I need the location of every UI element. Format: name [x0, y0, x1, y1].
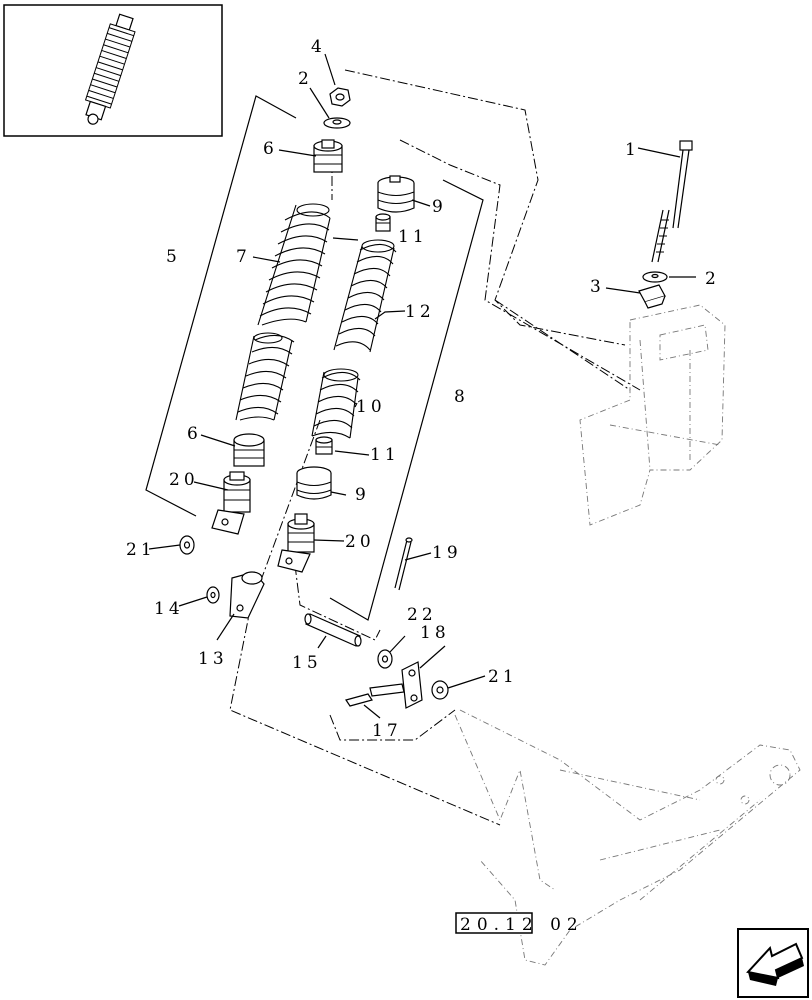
callout-21-left: 21: [126, 540, 156, 560]
rod-end-20-right: [277, 513, 315, 573]
callout-2-right: 2: [705, 269, 720, 289]
reference-code: 20.12 02: [460, 915, 584, 935]
spacer-11-upper: [375, 213, 391, 232]
cotter-pin-19: [394, 537, 413, 591]
callout-17: 17: [372, 721, 402, 741]
callout-6-upper: 6: [263, 139, 278, 159]
callout-10: 10: [356, 397, 386, 417]
reference-code-box: 20.12 02: [455, 912, 584, 935]
back-arrow-icon[interactable]: [737, 928, 809, 998]
assembly-lines: [229, 69, 641, 826]
bracket-5: [145, 95, 297, 517]
bump-stop-9-upper: [377, 175, 415, 213]
callout-6-lower: 6: [187, 424, 202, 444]
callout-9-upper: 9: [432, 197, 447, 217]
thumbnail-inset: [3, 4, 223, 137]
callout-3: 3: [590, 277, 605, 297]
washer-21-right: [431, 680, 449, 700]
callout-11-upper: 11: [398, 227, 428, 247]
leader-lines: [148, 53, 696, 719]
washer-21-left: [179, 535, 195, 555]
callout-1: 1: [625, 140, 640, 160]
washer-2-right: [642, 271, 668, 283]
bump-stop-9-lower: [296, 466, 332, 500]
spacer-11-lower: [315, 436, 333, 455]
callout-5: 5: [166, 247, 181, 267]
pin-15: [304, 613, 362, 647]
callout-20-left: 20: [169, 470, 199, 490]
link-arm-13: [229, 571, 265, 619]
callout-2-left: 2: [298, 69, 313, 89]
bracket-8: [329, 179, 484, 621]
callout-4: 4: [311, 37, 326, 57]
washer-14: [206, 586, 220, 604]
bracket-plate-18: [401, 661, 423, 709]
callout-11-lower: 11: [370, 445, 400, 465]
tractor-outline: [454, 304, 801, 966]
outer-spring-7-upper: [257, 203, 331, 326]
callout-8: 8: [454, 387, 469, 407]
spring-10: [311, 368, 361, 439]
callout-21-right: 21: [488, 667, 518, 687]
callout-20-right: 20: [345, 532, 375, 552]
inner-spring-12: [333, 239, 397, 353]
outer-spring-7-lower: [235, 332, 295, 421]
callout-18: 18: [420, 623, 450, 643]
callout-7: 7: [236, 247, 251, 267]
pin-17: [345, 683, 405, 707]
callout-15: 15: [292, 653, 322, 673]
callout-labels: 4 2 6 7 5 6 20 21 14 13 9 11 12 10 8 11 …: [126, 37, 720, 741]
rod-end-20-left: [211, 471, 251, 535]
callout-9-lower: 9: [355, 485, 370, 505]
callout-14: 14: [154, 599, 184, 619]
bracket-nut-3: [638, 284, 666, 309]
callout-22: 22: [407, 605, 437, 625]
spring-seat-6-lower: [233, 433, 265, 467]
callout-12: 12: [405, 302, 435, 322]
callout-13: 13: [198, 649, 228, 669]
nut-4: [329, 87, 351, 107]
washer-22: [377, 649, 393, 669]
washer-2-left: [323, 117, 351, 129]
callout-19: 19: [432, 543, 462, 563]
spring-seat-6-upper: [313, 139, 343, 173]
bolt-1: [651, 140, 693, 263]
